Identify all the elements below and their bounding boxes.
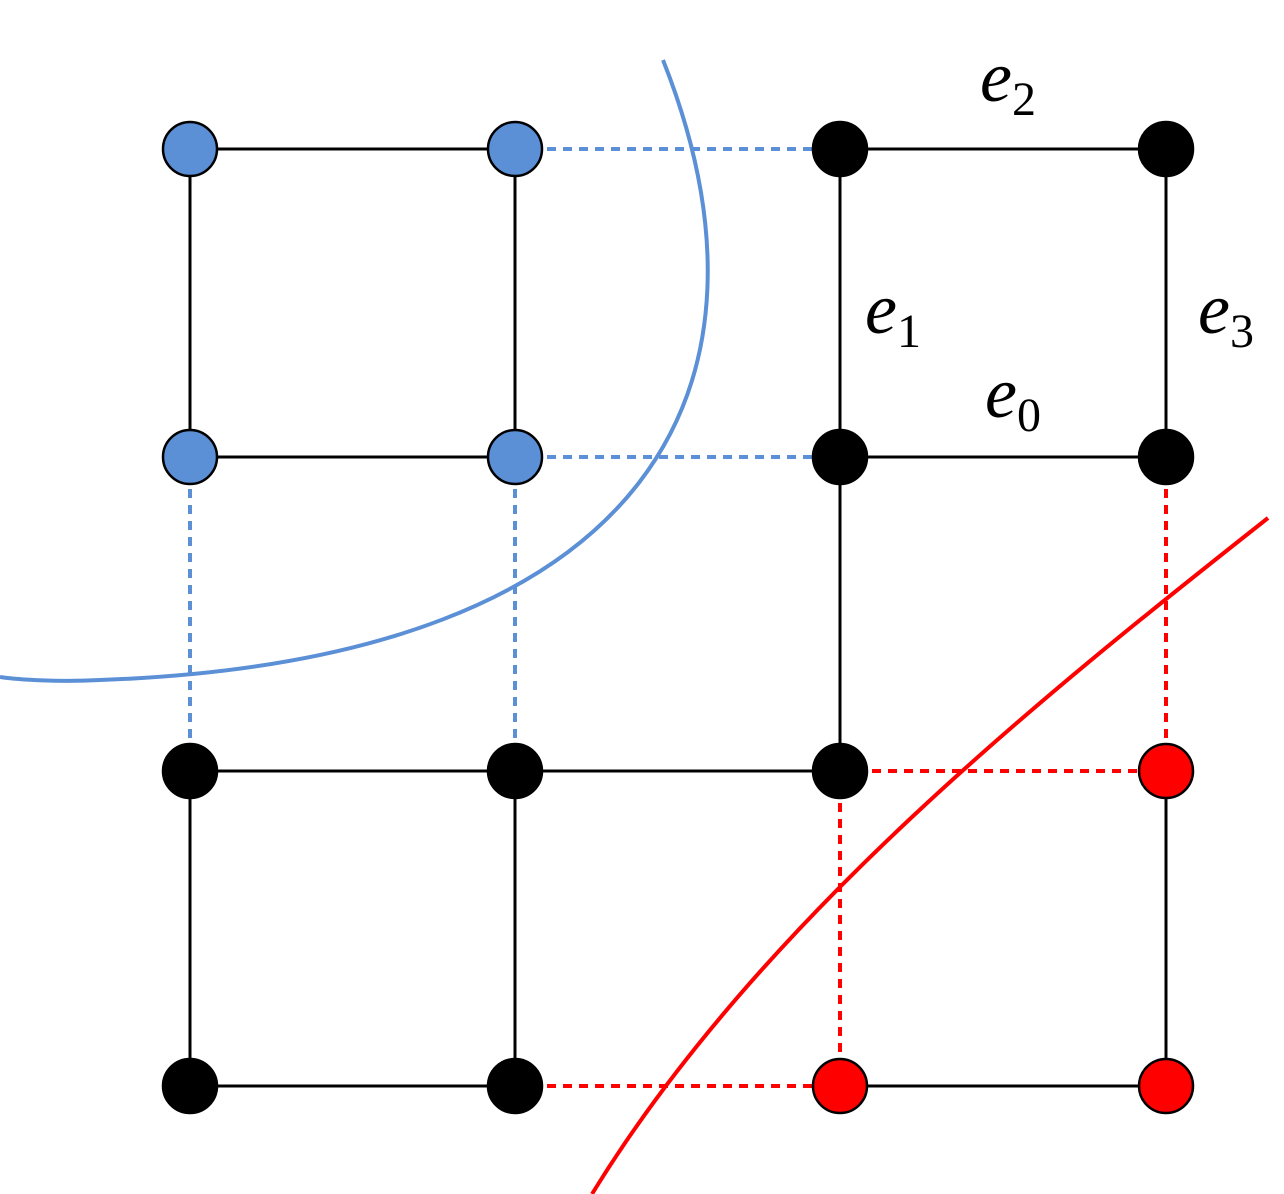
grid-nodes <box>161 120 1195 1115</box>
edge-label-e1: e1 <box>865 269 921 358</box>
boundary-curves <box>0 59 1270 1194</box>
node-n01-blue <box>161 428 219 486</box>
node-n12-black <box>486 742 544 800</box>
node-n11-blue <box>486 428 544 486</box>
red-boundary-curve <box>590 516 1270 1194</box>
edge-label-e3: e3 <box>1198 269 1254 358</box>
grid-edges <box>188 147 1168 1088</box>
node-n20-black <box>811 120 869 178</box>
blue-boundary-curve <box>0 59 710 683</box>
node-n32-red <box>1137 742 1195 800</box>
node-n30-black <box>1137 120 1195 178</box>
node-n31-black <box>1137 428 1195 486</box>
edge-labels: e2 e1 e3 e0 <box>865 37 1254 442</box>
node-n10-blue <box>486 120 544 178</box>
node-n02-black <box>161 742 219 800</box>
edge-label-e2: e2 <box>980 37 1036 126</box>
node-n22-black <box>811 742 869 800</box>
node-n33-red <box>1137 1057 1195 1115</box>
node-n21-black <box>811 428 869 486</box>
edge-label-e0: e0 <box>985 353 1041 442</box>
node-n00-blue <box>161 120 219 178</box>
node-n03-black <box>161 1057 219 1115</box>
node-n23-red <box>811 1057 869 1115</box>
node-n13-black <box>486 1057 544 1115</box>
